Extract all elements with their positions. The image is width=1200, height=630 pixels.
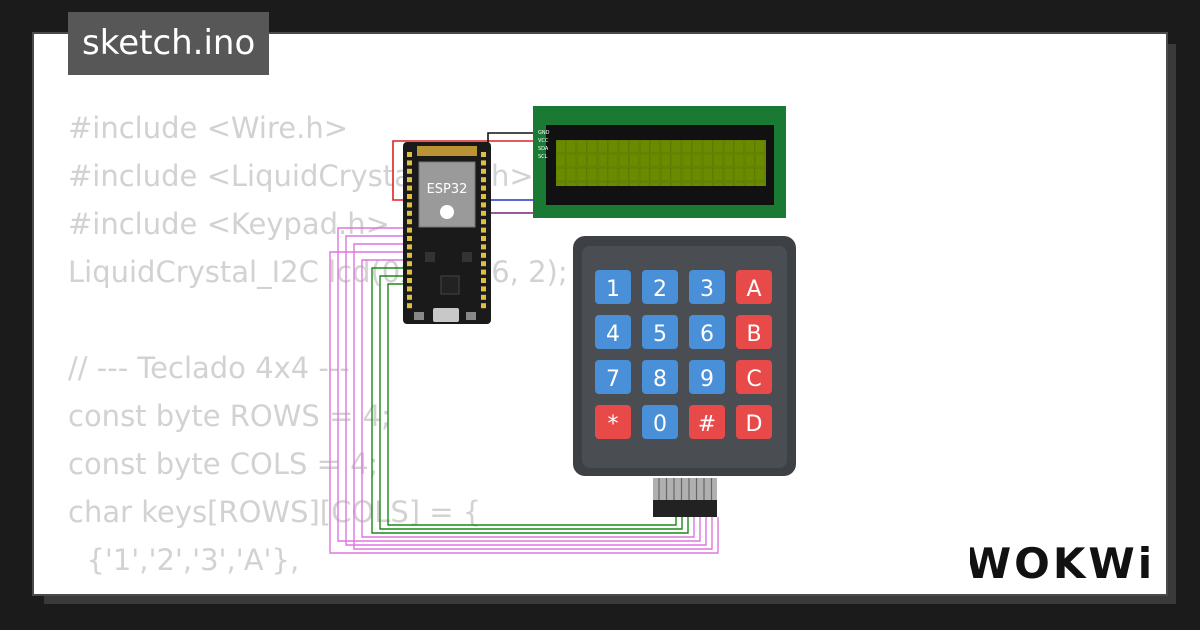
header-pin [481,303,486,309]
keypad-key-button[interactable] [736,270,772,304]
header-pin [407,278,412,283]
keypad-key-button[interactable] [642,360,678,394]
header-pin [407,244,412,250]
keypad-key-label: 7 [606,367,620,392]
code-line: char keys[ROWS][COLS] = { [68,495,482,529]
keypad-key-button[interactable] [689,360,725,394]
esp32-pins-right [481,152,486,309]
header-pin [407,303,412,309]
header-pin [407,269,412,275]
header-pin [481,185,486,191]
keypad-key-label: D [746,412,763,437]
header-pin [481,252,486,258]
header-pin [407,286,412,292]
header-pin [481,261,486,267]
header-pin [407,185,412,191]
header-pin [481,269,486,275]
keypad-key-button[interactable] [689,315,725,349]
keypad-key-button[interactable] [595,270,631,304]
keypad-keys: 1 2 3 A 4 5 6 B 7 8 9 C * 0 # D [595,270,772,439]
code-editor: #include <Wire.h>#include <LiquidCrystal… [68,104,568,594]
keypad-key-label: 4 [606,322,620,347]
lcd-pin-label: SCL [538,154,548,160]
code-line: // --- Teclado 4x4 --- [68,351,350,385]
lcd-display[interactable]: GND VCC SDA SCL [533,106,786,218]
lcd-pin-label: GND [538,130,550,136]
header-pin [481,227,486,233]
header-pin [407,252,412,258]
header-pin [481,219,486,225]
header-pin [481,286,486,292]
header-pin [481,236,486,241]
keypad-key-label: * [608,412,619,437]
header-pin [481,177,486,183]
esp32-board[interactable]: ESP32 [403,142,491,324]
keypad-key-label: 2 [653,277,667,302]
espressif-logo-icon [440,205,454,219]
keypad-key-label: 3 [700,277,714,302]
keypad-key-label: B [746,322,761,347]
esp32-label: ESP32 [427,182,468,197]
lcd-pin-label: SDA [538,146,549,152]
keypad-key-label: 0 [653,412,667,437]
code-line: {'4','5','6','B'}, [68,584,568,594]
header-pin [407,168,412,174]
keypad-connector-pins [658,478,713,500]
keypad-key-label: A [746,277,761,302]
header-pin [481,210,486,216]
code-line: {'1','2','3','A'}, [68,543,300,577]
header-pin [481,244,486,250]
keypad-key-label: 6 [700,322,714,347]
header-pin [407,177,412,183]
header-pin [407,236,412,241]
keypad-key-label: 5 [653,322,667,347]
keypad-key-label: 8 [653,367,667,392]
header-pin [481,294,486,300]
usb-port [433,308,459,322]
esp32-pins-left [407,152,412,309]
keypad-key-button[interactable] [689,405,725,439]
header-pin [481,194,486,199]
header-pin [481,168,486,174]
header-pin [407,152,412,157]
header-pin [407,227,412,233]
code-line: #include <Wire.h> [68,111,349,145]
keypad-key-button[interactable] [595,360,631,394]
keypad-key-button[interactable] [642,270,678,304]
keypad-key-label: 9 [700,367,714,392]
header-pin [481,202,486,208]
header-pin [481,152,486,157]
keypad[interactable]: 1 2 3 A 4 5 6 B 7 8 9 C * 0 # D [573,236,796,517]
header-pin [407,261,412,267]
keypad-key-button[interactable] [736,360,772,394]
header-pin [407,194,412,199]
code-line: const byte COLS = 4; [68,447,379,481]
wokwi-logo: WOKWi [970,539,1150,588]
header-pin [481,278,486,283]
lcd-pin-labels: GND VCC SDA SCL [538,130,550,160]
header-pin [481,160,486,166]
keypad-key-button[interactable] [595,315,631,349]
keypad-key-label: # [698,412,716,437]
keypad-key-button[interactable] [736,315,772,349]
keypad-key-label: 1 [606,277,620,302]
keypad-key-button[interactable] [595,405,631,439]
keypad-key-button[interactable] [689,270,725,304]
code-line: const byte ROWS = 4; [68,399,391,433]
file-title: sketch.ino [68,12,270,75]
header-pin [407,160,412,166]
header-pin [407,219,412,225]
keypad-key-button[interactable] [736,405,772,439]
header-pin [407,294,412,300]
keypad-key-label: C [746,367,761,392]
code-line: #include <Keypad.h> [68,207,390,241]
brand-name: WOKWi [970,539,1150,588]
keypad-key-button[interactable] [642,315,678,349]
keypad-key-button[interactable] [642,405,678,439]
lcd-pin-label: VCC [538,138,549,144]
keypad-wires [329,227,719,554]
header-pin [407,202,412,208]
header-pin [407,210,412,216]
